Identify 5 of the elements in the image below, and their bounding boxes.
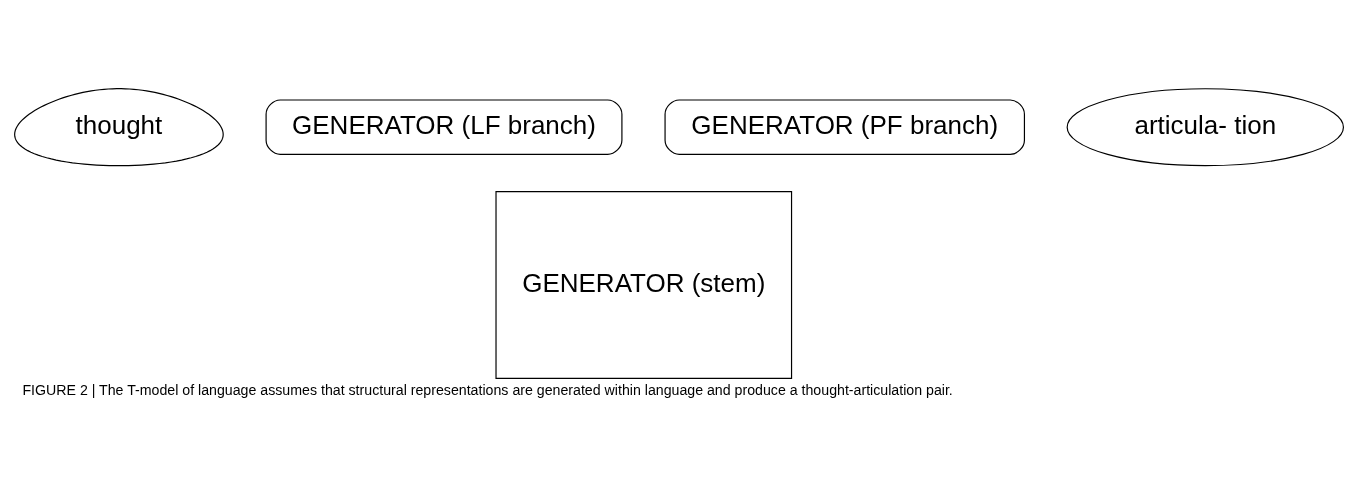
node-box: GENERATOR (LF branch): [265, 99, 623, 155]
node-box: GENERATOR (PF branch): [664, 99, 1025, 155]
caption: FIGURE 2 | The T-model of language assumes that structural representations are generated within language and produce a thought-articulation pair.: [22, 381, 953, 398]
node-ellipse: articula- tion: [1066, 88, 1344, 167]
node-box: GENERATOR (stem): [495, 191, 793, 380]
